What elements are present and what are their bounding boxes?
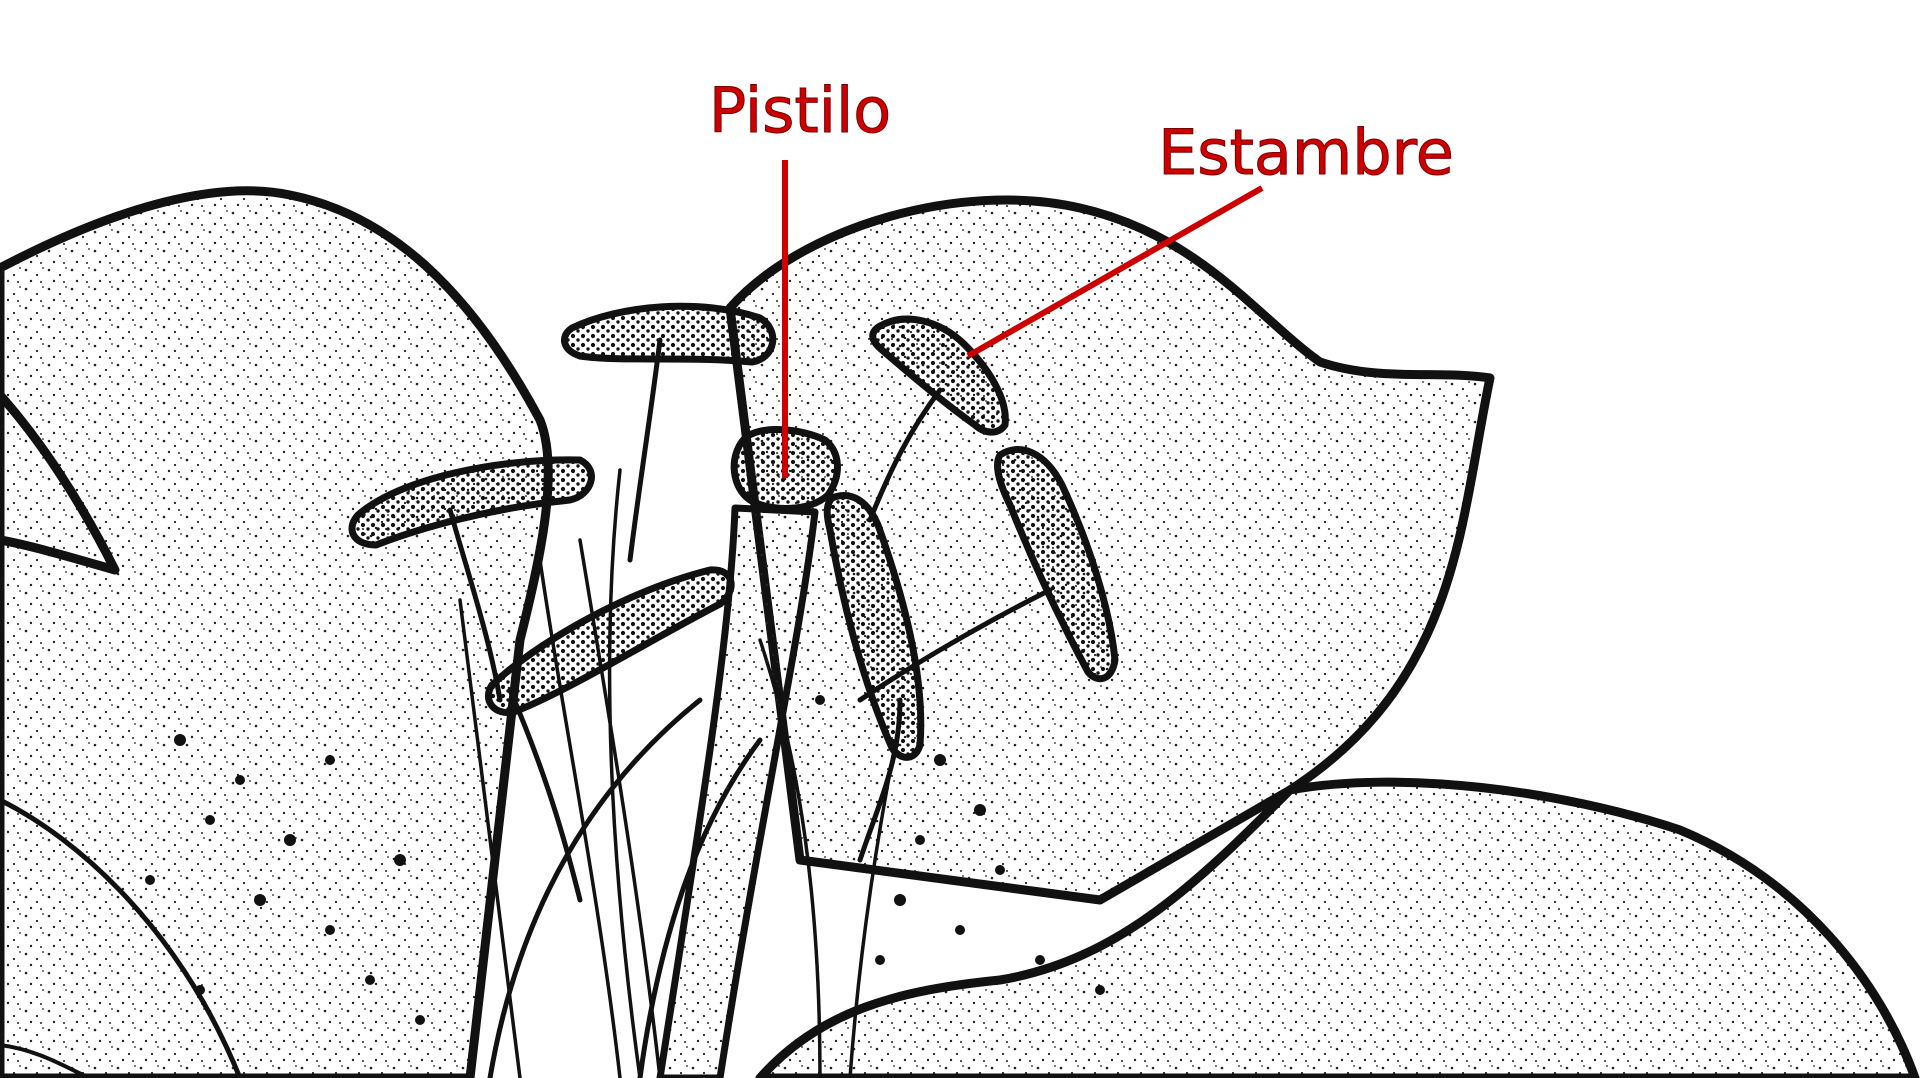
pistil-style: [656, 504, 819, 1078]
anther-left: [348, 456, 595, 549]
stamen-label: Estambre: [1158, 116, 1454, 189]
anther-top-left: [561, 302, 777, 366]
anthers: [348, 302, 1119, 761]
filament-3: [507, 687, 583, 903]
stamen-leader-line: [966, 185, 1264, 359]
filament-1: [627, 337, 663, 563]
pistil-label: Pistilo: [709, 74, 891, 147]
anther-lower-left: [484, 566, 735, 717]
petal-left-back: [0, 186, 553, 1078]
petal-left-lower-edge: [0, 797, 243, 1078]
anther-top-right: [869, 315, 1009, 436]
anther-center: [823, 492, 925, 761]
anther-right: [994, 446, 1119, 683]
petal-spots: [145, 695, 1105, 1025]
filament-4: [867, 387, 943, 523]
petals: [0, 186, 1920, 1078]
petal-left-bottom: [0, 1043, 92, 1078]
labels: Pistilo Estambre: [708, 74, 1454, 478]
petal-left-fold: [0, 390, 120, 575]
